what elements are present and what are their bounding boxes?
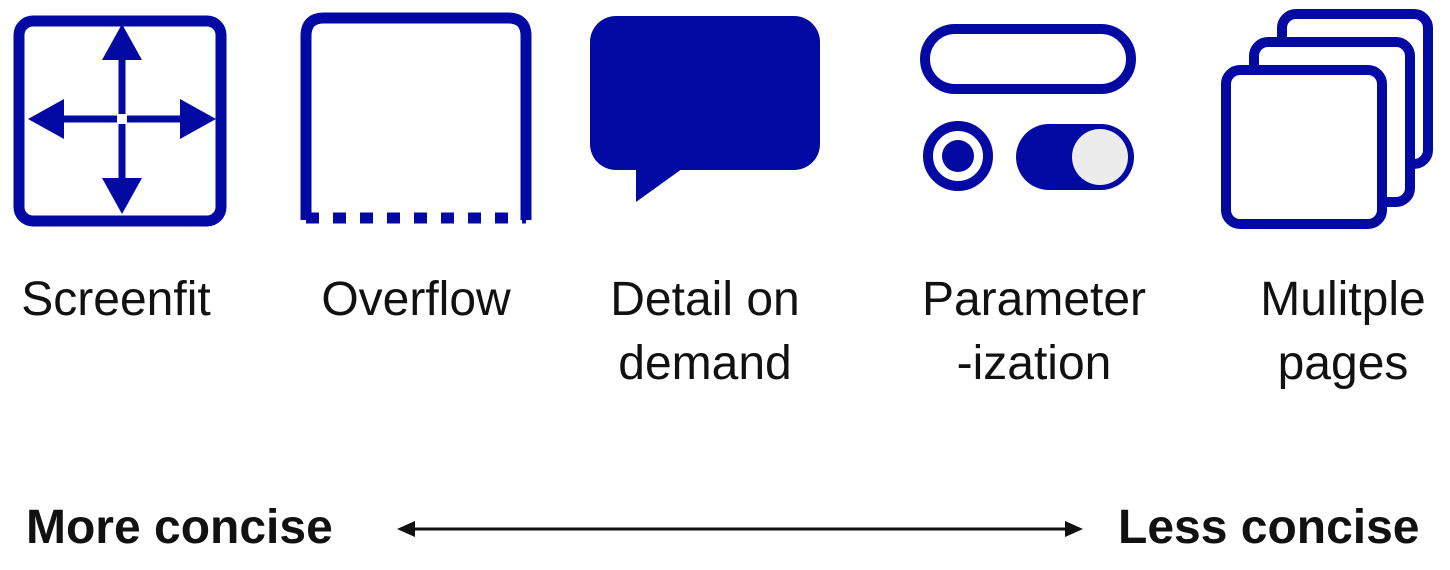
scale-label-less-concise: Less concise [1118,501,1420,554]
technique-label-parameterization: Parameter -ization [921,273,1147,390]
technique-label-multiple-pages: Mulitple pages [1260,273,1426,390]
technique-label-screenfit: Screenfit [21,273,211,326]
scale-label-more-concise: More concise [26,501,333,554]
speech-bubble-icon [590,16,820,202]
double-arrow-icon [397,521,1083,537]
move-arrows-icon [13,15,227,227]
overflow-box-icon [300,12,532,224]
technique-label-overflow: Overflow [321,273,511,326]
technique-label-detail-on-demand: Detail on demand [610,273,800,390]
stacked-pages-icon [1221,9,1433,229]
parameter-controls-icon [920,24,1136,191]
